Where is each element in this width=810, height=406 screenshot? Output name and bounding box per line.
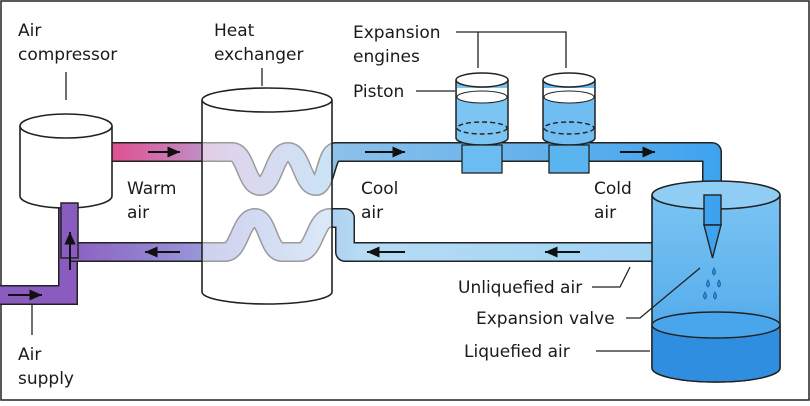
- label-expansion-engines-2: engines: [353, 47, 420, 67]
- label-warm-air-1: Warm: [127, 179, 176, 199]
- heat-exchanger: [201, 87, 333, 305]
- leader-lines: [31, 31, 701, 352]
- label-air-compressor-1: Air: [18, 21, 41, 41]
- label-heat-exchanger-2: exchanger: [214, 45, 303, 65]
- label-warm-air-2: air: [127, 203, 149, 223]
- air-compressor: [19, 113, 113, 209]
- label-air-supply-2: supply: [18, 369, 74, 389]
- droplets: [703, 267, 721, 300]
- expansion-valve-nozzle: [703, 194, 722, 259]
- label-cool-air-1: Cool: [361, 179, 398, 199]
- expansion-engine-2: [542, 72, 596, 174]
- label-liquefied-air: Liquefied air: [464, 342, 570, 362]
- flow-arrows: [8, 146, 655, 301]
- label-expansion-valve: Expansion valve: [476, 309, 615, 329]
- label-air-compressor-2: compressor: [18, 45, 117, 65]
- label-cool-air-2: air: [361, 203, 383, 223]
- label-expansion-engines-1: Expansion: [353, 23, 441, 43]
- label-air-supply-1: Air: [18, 345, 41, 365]
- label-heat-exchanger-1: Heat: [214, 21, 255, 41]
- label-cold-air-1: Cold: [594, 179, 632, 199]
- label-cold-air-2: air: [594, 203, 616, 223]
- return-pipe: [70, 208, 664, 262]
- label-unliquefied-air: Unliquefied air: [458, 278, 582, 298]
- air-supply-pipe: [0, 205, 78, 305]
- expansion-engine-1: [455, 72, 509, 174]
- label-piston: Piston: [353, 82, 404, 102]
